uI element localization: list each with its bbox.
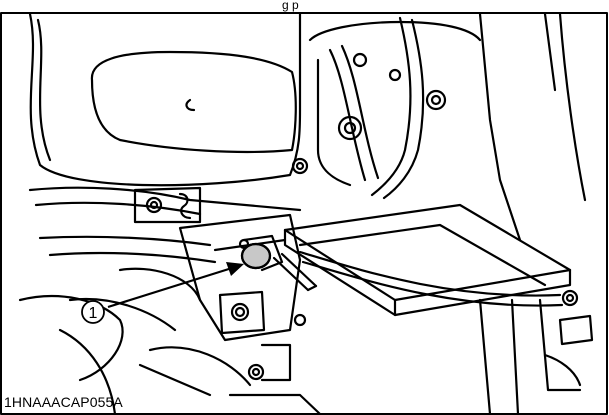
hose-2 [370, 16, 412, 197]
hose-1 [328, 48, 367, 182]
caption-fragment: g p [282, 0, 299, 12]
right-frame-column [478, 12, 522, 242]
callout-1: 1 [81, 300, 105, 324]
left-linkage-upper [28, 186, 302, 212]
figure-code: 1HNAAACAP055A [4, 394, 123, 410]
figure-border [0, 12, 608, 415]
seat-outline [90, 50, 297, 154]
pin-assembly [238, 234, 318, 292]
callout-1-number: 1 [89, 305, 98, 322]
rod [298, 250, 562, 297]
fender-panel [28, 12, 302, 187]
callout-1-leader [107, 262, 244, 309]
